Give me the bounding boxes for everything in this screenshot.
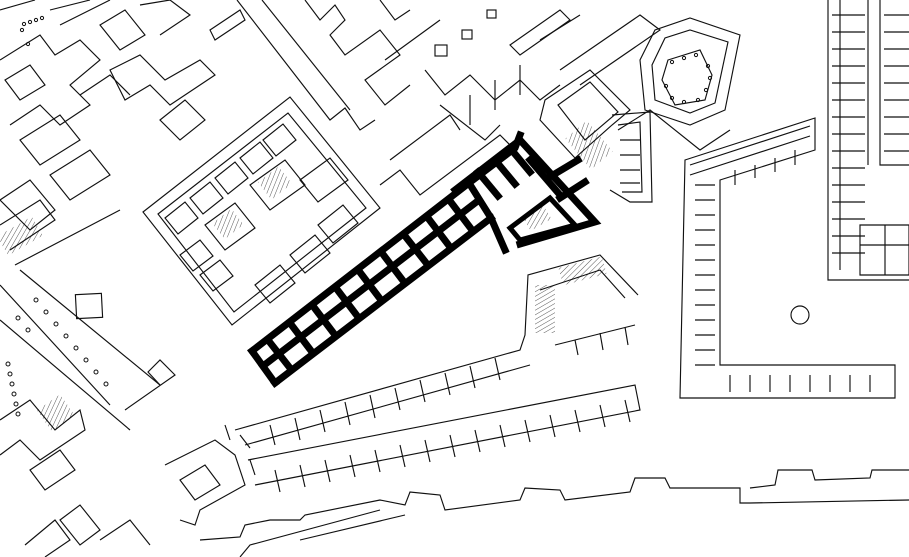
right-tall-building xyxy=(827,0,909,281)
bottom-left-blocks xyxy=(0,394,151,557)
warehouse-rows xyxy=(164,254,641,526)
right-enclosure xyxy=(679,117,896,399)
top-left-blocks xyxy=(0,0,246,266)
top-center-blocks xyxy=(236,0,661,196)
temple-structure xyxy=(617,17,741,151)
courtyard-building xyxy=(142,96,381,326)
left-colonnade xyxy=(0,269,176,431)
stair-building xyxy=(539,69,653,203)
quay-wall xyxy=(199,469,909,557)
bold-building-block xyxy=(247,130,602,388)
